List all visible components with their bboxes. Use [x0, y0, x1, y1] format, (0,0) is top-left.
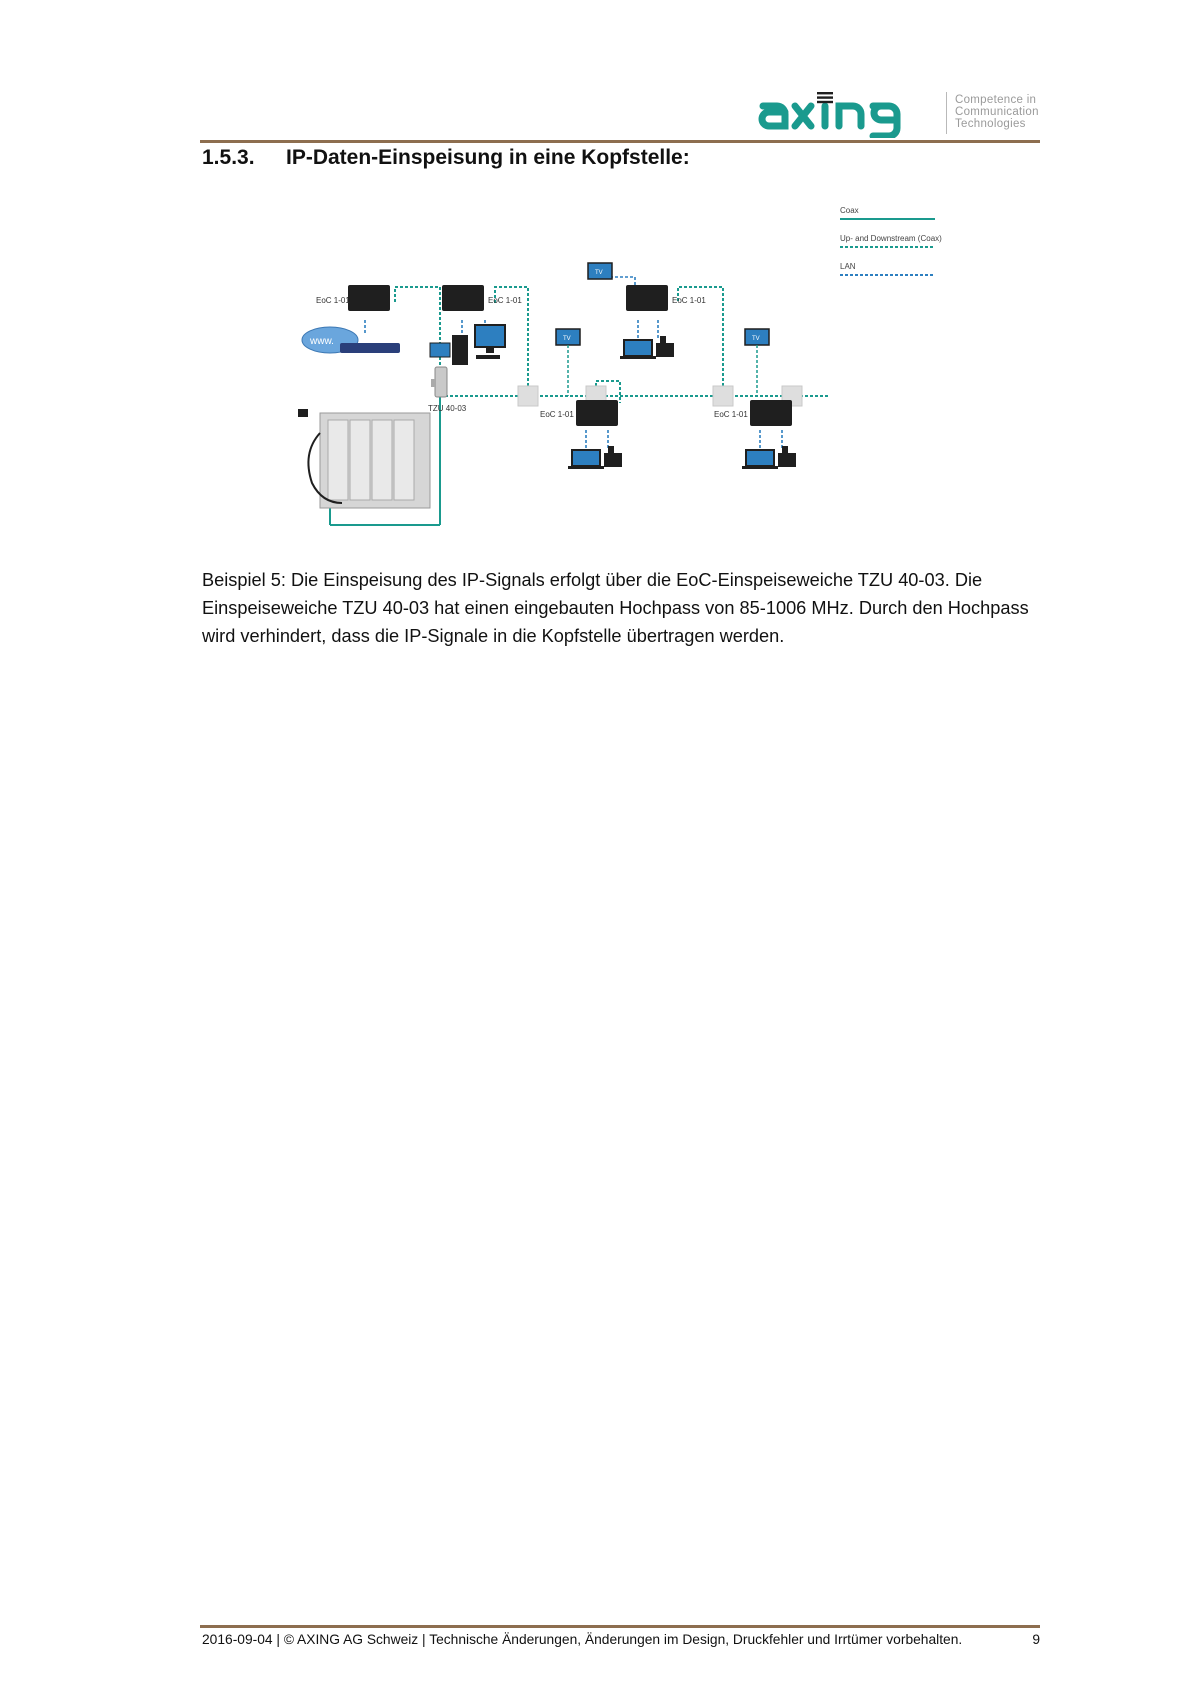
phone-icon	[604, 446, 622, 467]
eoc-label: EoC 1-01	[672, 296, 706, 305]
wall-outlet	[517, 385, 539, 407]
eoc-device-icon	[626, 285, 668, 311]
section-title: IP-Daten-Einspeisung in eine Kopfstelle:	[286, 146, 690, 169]
eoc-device-icon	[442, 285, 484, 311]
laptop-icon	[742, 449, 778, 469]
eoc-device-icon	[348, 285, 390, 311]
eoc-label: EoC 1-01	[714, 410, 748, 419]
router-icon	[340, 343, 400, 353]
eoc-label: EoC 1-01	[540, 410, 574, 419]
eoc-label: EoC 1-01	[488, 296, 522, 305]
eoc-label: EoC 1-01	[316, 296, 350, 305]
tv-label: TV	[563, 336, 571, 342]
company-logo: Competence in Communication Technologies	[755, 88, 1055, 138]
page-footer: 2016-09-04 | © AXING AG Schweiz | Techni…	[202, 1632, 1040, 1647]
body-paragraph: Beispiel 5: Die Einspeisung des IP-Signa…	[202, 570, 1029, 646]
lan-eoc3-tv	[612, 276, 636, 285]
tv-icon: TV	[587, 262, 613, 280]
phone-icon	[778, 446, 796, 467]
phone-icon	[656, 336, 674, 357]
tv-icon: TV	[555, 328, 581, 346]
footer-rule	[200, 1625, 1040, 1628]
updown-eoc2-link	[494, 286, 529, 396]
desktop-pc-icon	[429, 324, 506, 365]
updown-eoc1-link	[394, 286, 441, 375]
tagline-line: Competence in	[955, 94, 1037, 106]
tv-label: TV	[595, 270, 603, 276]
network-diagram: Coax Up- and Downstream (Coax) LAN	[298, 206, 942, 526]
logo-tagline: Competence in Communication Technologies	[955, 94, 1039, 130]
laptop-icon	[620, 339, 656, 359]
tagline-line: Communication	[955, 106, 1039, 118]
section-number: 1.5.3.	[202, 146, 255, 169]
tv-icon: TV	[744, 328, 770, 346]
tzu-splitter-icon	[431, 366, 448, 398]
www-label: www.	[309, 336, 334, 347]
wall-outlet	[712, 385, 734, 407]
legend-lan-label: LAN	[840, 262, 856, 271]
body-paragraph-container: Beispiel 5: Die Einspeisung des IP-Signa…	[202, 566, 1042, 650]
headend-icon	[298, 409, 431, 509]
diagram-legend: Coax Up- and Downstream (Coax) LAN	[840, 206, 942, 276]
page-number: 9	[1032, 1632, 1040, 1647]
tagline-line: Technologies	[955, 118, 1026, 130]
tv-label: TV	[752, 336, 760, 342]
section-heading: 1.5.3. IP-Daten-Einspeisung in eine Kopfs…	[202, 146, 690, 170]
axing-logo-icon	[758, 92, 901, 138]
laptop-icon	[568, 449, 604, 469]
tzu-label: TZU 40-03	[428, 404, 467, 413]
legend-coax-label: Coax	[840, 206, 859, 215]
legend-updown-label: Up- and Downstream (Coax)	[840, 234, 942, 243]
eoc-device-icon	[576, 400, 618, 426]
header-rule	[200, 140, 1040, 143]
updown-eoc3-link	[677, 286, 724, 396]
footer-text: 2016-09-04 | © AXING AG Schweiz | Techni…	[202, 1632, 963, 1647]
logo-divider	[946, 92, 947, 134]
eoc-device-icon	[750, 400, 792, 426]
